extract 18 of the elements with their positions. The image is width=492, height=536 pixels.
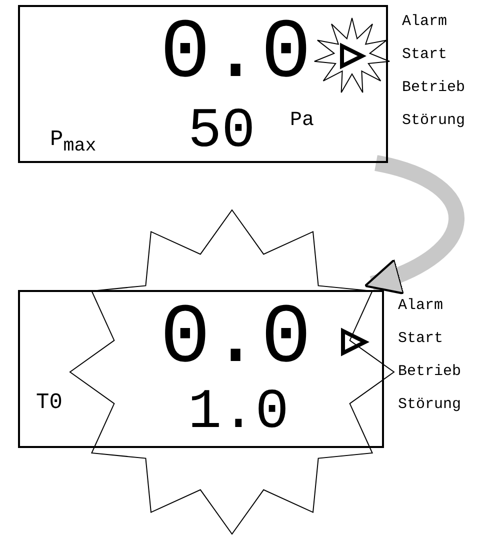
status-label: Störung — [402, 113, 466, 128]
display-digits: 1.0 — [188, 384, 289, 440]
display-digits: 50 — [188, 103, 256, 159]
status-label: Start — [402, 47, 448, 62]
status-label: Störung — [398, 397, 462, 412]
display-digits: 0.0 — [160, 13, 312, 97]
mode-text: P$_{max}$ — [50, 129, 96, 156]
unit-text: Pa — [290, 111, 314, 131]
curved-arrow — [364, 155, 464, 293]
mode-text: T0 — [36, 392, 62, 414]
status-label: Alarm — [402, 14, 448, 29]
display-digits: 0.0 — [160, 298, 312, 382]
status-label: Betrieb — [402, 80, 466, 95]
display-panel — [18, 290, 384, 448]
status-label: Alarm — [398, 298, 444, 313]
display-panel — [18, 5, 388, 163]
status-label: Start — [398, 331, 444, 346]
status-label: Betrieb — [398, 364, 462, 379]
